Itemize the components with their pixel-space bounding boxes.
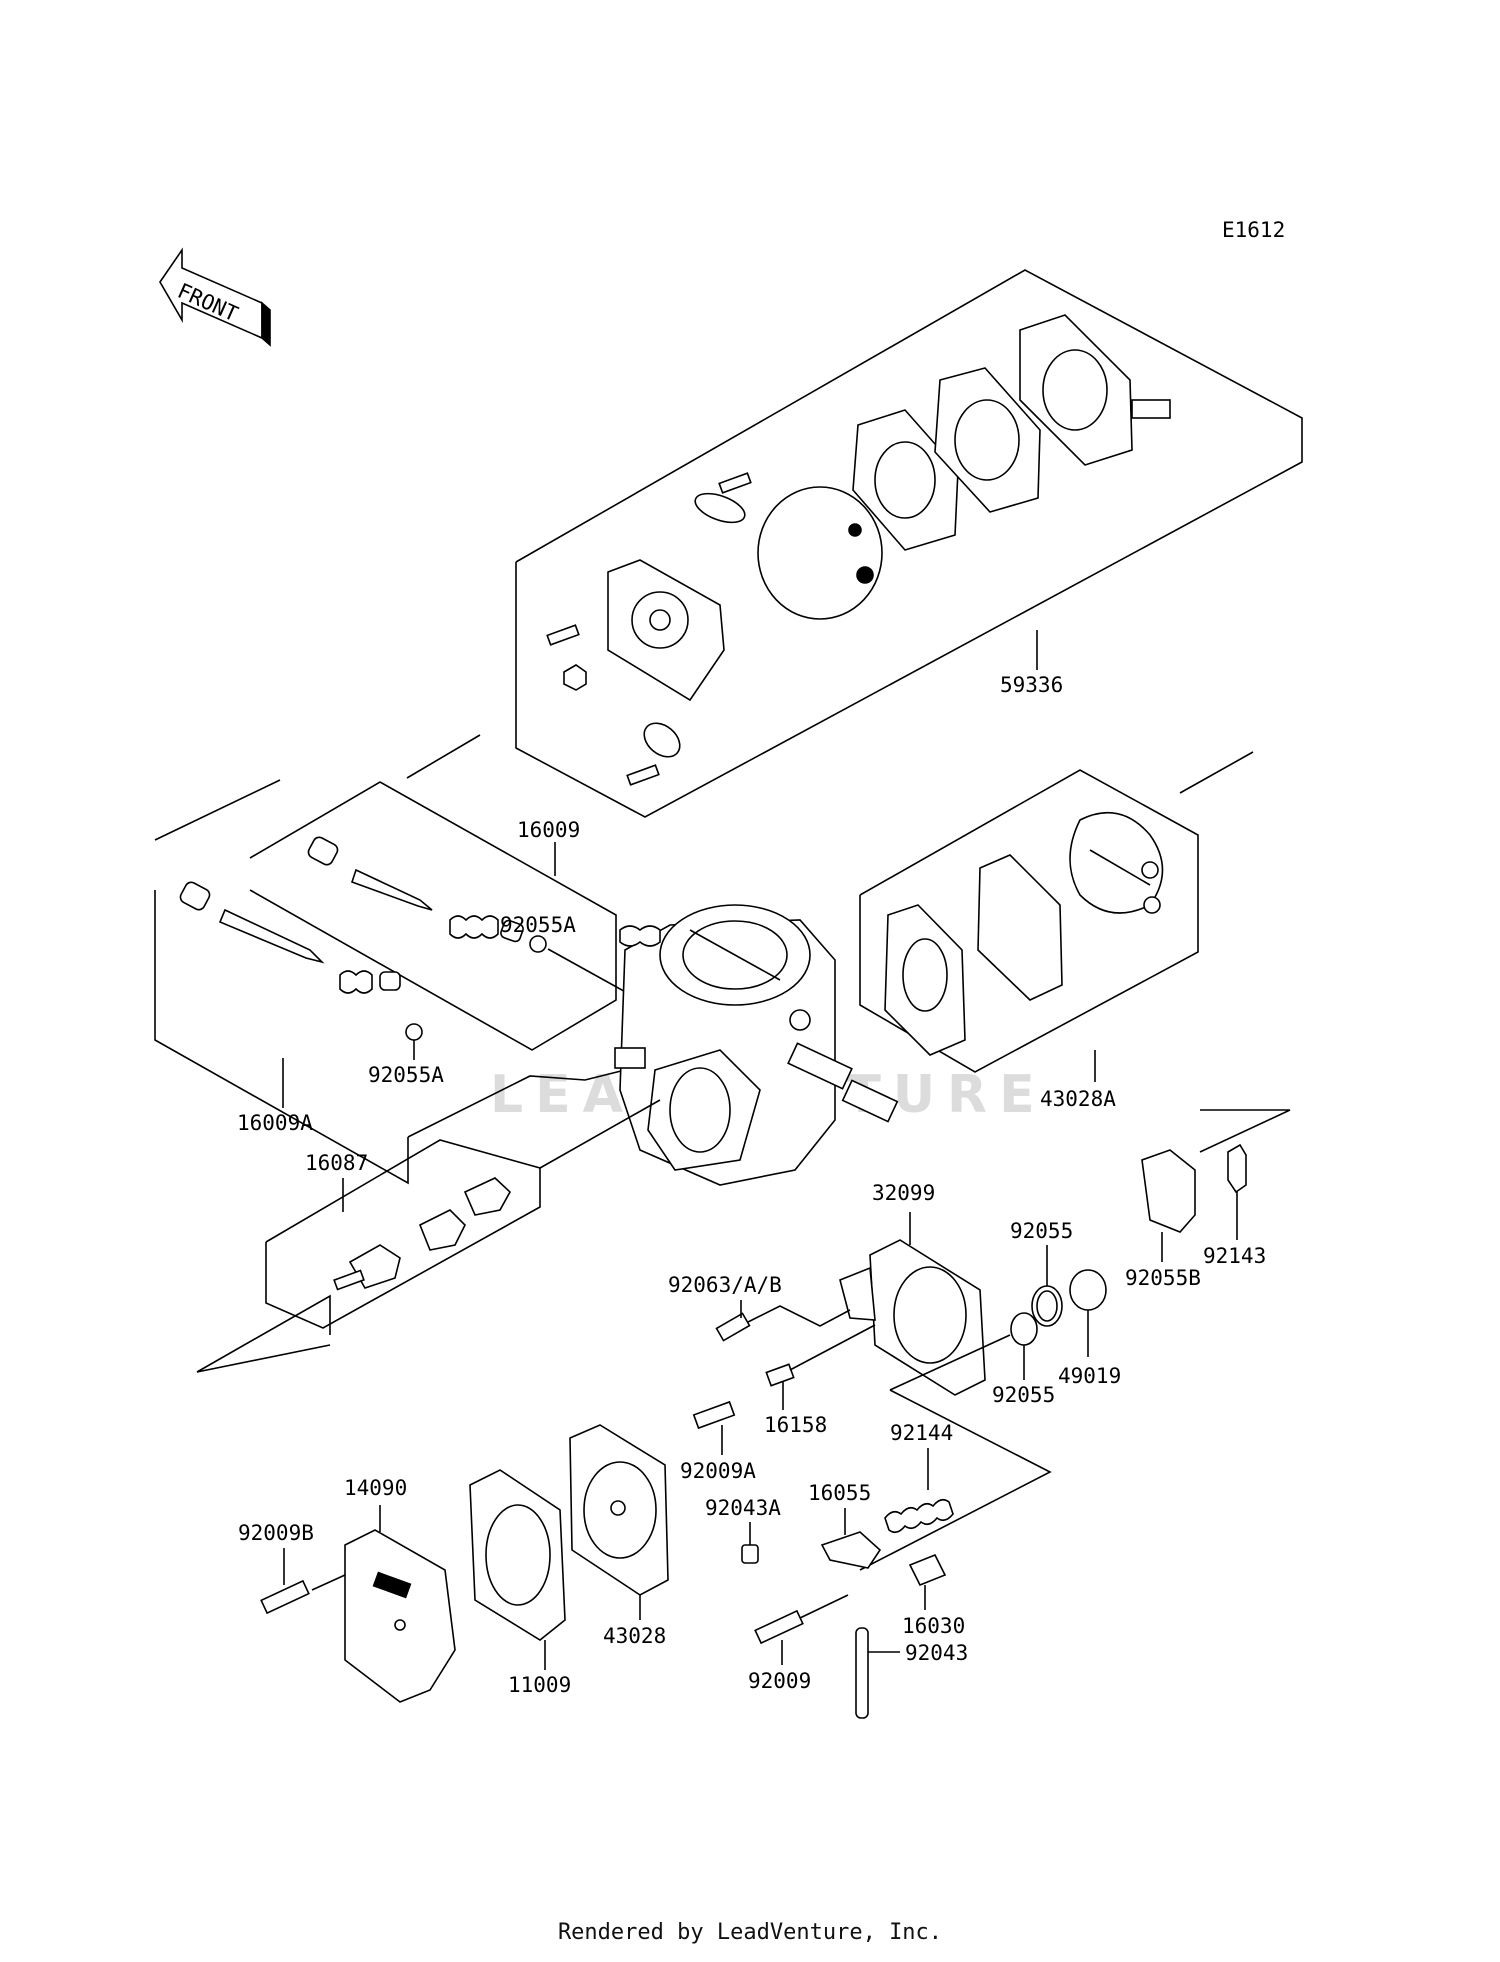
- nut-icon: [563, 664, 587, 691]
- screw-92063: [715, 1312, 751, 1342]
- gasket-11009: [469, 1469, 566, 1641]
- label-92055A-bottom: 92055A: [368, 1063, 444, 1087]
- label-16055: 16055: [808, 1481, 871, 1505]
- cover-14090: [344, 1529, 456, 1703]
- label-59336: 59336: [1000, 673, 1063, 697]
- valve-flap: [694, 492, 746, 524]
- fuel-pump-kit-group: 59336: [515, 269, 1303, 818]
- clip-92143: [1227, 1143, 1247, 1194]
- pin-92043: [855, 1627, 869, 1719]
- choke-kit-group: 16087: [265, 1099, 661, 1329]
- screw-92009A: [692, 1400, 736, 1430]
- o-ring-icon: [405, 1023, 423, 1041]
- label-92143: 92143: [1203, 1244, 1266, 1268]
- jet-16158: [765, 1363, 795, 1387]
- lever-16055: [820, 1531, 882, 1569]
- label-16030: 16030: [902, 1614, 965, 1638]
- screw-icon: [546, 472, 752, 786]
- spring-92144: [884, 1498, 954, 1534]
- label-92043: 92043: [905, 1641, 968, 1665]
- diaphragm-cover-32099: [869, 1239, 986, 1396]
- label-92055B: 92055B: [1125, 1266, 1201, 1290]
- choke-plate: [418, 1209, 466, 1251]
- screw-92009: [754, 1609, 804, 1645]
- label-16087: 16087: [305, 1151, 368, 1175]
- label-16009A: 16009A: [237, 1111, 313, 1135]
- label-92055-top: 92055: [1010, 1219, 1073, 1243]
- footer-credit: Rendered by LeadVenture, Inc.: [557, 1920, 943, 1945]
- spring-icon: [339, 970, 373, 994]
- label-43028: 43028: [603, 1624, 666, 1648]
- screw-92009B: [260, 1579, 310, 1615]
- label-92144: 92144: [890, 1421, 953, 1445]
- label-92009B: 92009B: [238, 1521, 314, 1545]
- label-49019: 49019: [1058, 1364, 1121, 1388]
- spring-icon: [449, 915, 499, 939]
- pump-body: [1019, 314, 1133, 466]
- label-92009A: 92009A: [680, 1459, 756, 1483]
- label-92063: 92063/A/B: [668, 1273, 782, 1297]
- label-11009: 11009: [508, 1673, 571, 1697]
- pump-nipple: [1131, 399, 1171, 419]
- label-16158: 16158: [764, 1413, 827, 1437]
- pump-diaphragm: [757, 486, 883, 620]
- label-92055-bottom: 92055: [992, 1383, 1055, 1407]
- carburetor-body: [614, 904, 899, 1186]
- front-arrow-icon: FRONT: [159, 247, 271, 347]
- pump-gasket: [852, 409, 959, 551]
- label-92009: 92009: [748, 1669, 811, 1693]
- washer-icon: [500, 919, 524, 943]
- label-43028A: 43028A: [1040, 1087, 1116, 1111]
- cover-92055B: [1141, 1149, 1196, 1233]
- pilot-screw-kit-group: 16009: [249, 781, 617, 1051]
- cap-49019: [1069, 1269, 1107, 1311]
- pump-gasket: [934, 367, 1041, 513]
- label-92055A-top: 92055A: [500, 913, 576, 937]
- pilot-screw-needle: [218, 908, 325, 964]
- o-ring-icon: [529, 935, 547, 953]
- label-16009: 16009: [517, 818, 580, 842]
- label-14090: 14090: [344, 1476, 407, 1500]
- washer-icon: [379, 971, 401, 991]
- o-ring-icon: [1010, 1312, 1038, 1346]
- label-92043A: 92043A: [705, 1496, 781, 1520]
- valve-flap: [643, 722, 681, 758]
- diaphragm-housing-group: 32099: [839, 1181, 1052, 1571]
- gasket-kit-group: 43028A: [859, 769, 1199, 1111]
- label-32099: 32099: [872, 1181, 935, 1205]
- diagram-code: E1612: [1222, 218, 1285, 242]
- needle-16030: [908, 1553, 947, 1587]
- carb-gasket: [977, 854, 1063, 1001]
- pilot-screw-kit-a-group: 16009A: [154, 779, 409, 1185]
- carb-gasket: [884, 904, 966, 1056]
- pilot-screw-needle: [350, 868, 433, 911]
- choke-plate: [463, 1177, 512, 1216]
- pin-92043A: [741, 1544, 759, 1564]
- screw-icon: [333, 1269, 365, 1291]
